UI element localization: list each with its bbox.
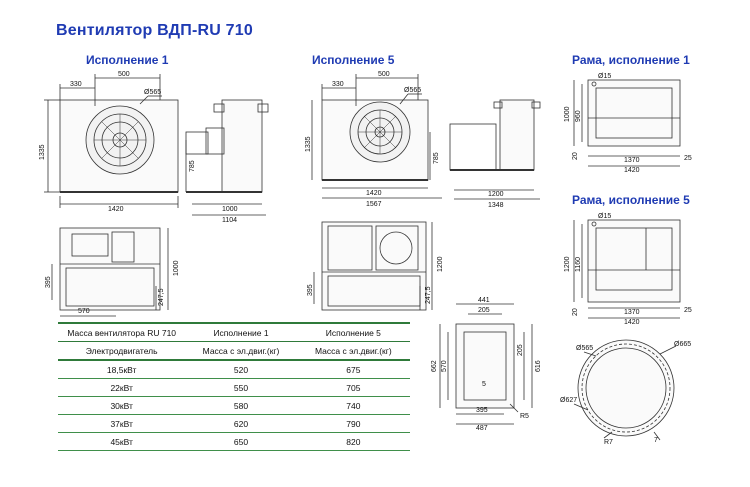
isp5-dim-1200-plan: 1200 bbox=[437, 256, 444, 272]
inlet-dim-r7: R7 bbox=[604, 439, 613, 446]
isp1-side-view bbox=[185, 99, 269, 216]
isp5-dim-1200: 1200 bbox=[488, 191, 504, 198]
section-title-isp1: Исполнение 1 bbox=[86, 53, 169, 67]
section-title-frame1: Рама, исполнение 1 bbox=[572, 53, 690, 67]
frame1-dim-1420: 1420 bbox=[624, 167, 640, 174]
isp5-dim-1335: 1335 bbox=[305, 136, 312, 152]
mass-isp1-cell: 550 bbox=[184, 378, 298, 397]
mass-table: Масса вентилятора RU 710 Исполнение 1 Ис… bbox=[57, 322, 411, 451]
outlet-dim-616: 616 bbox=[535, 360, 542, 372]
isp5-side-view bbox=[449, 99, 541, 200]
isp1-dim-1420: 1420 bbox=[108, 206, 124, 213]
mass-isp1-cell: 620 bbox=[184, 414, 298, 433]
isp5-dim-330: 330 bbox=[332, 81, 344, 88]
frame5-dim-20: 20 bbox=[572, 308, 579, 316]
table-row: 30кВт 580 740 bbox=[57, 396, 411, 415]
frame1-dim-1370: 1370 bbox=[624, 157, 640, 164]
isp1-dim-1000: 1000 bbox=[222, 206, 238, 213]
frame5-dim-1420: 1420 bbox=[624, 319, 640, 326]
frame5-dim-1370: 1370 bbox=[624, 309, 640, 316]
isp1-plan-view bbox=[51, 227, 169, 317]
mass-table-subheader-cell: Масса с эл.двиг.(кг) bbox=[296, 341, 411, 361]
isp5-dim-1567: 1567 bbox=[366, 201, 382, 208]
mass-table-subheader-cell: Электродвигатель bbox=[57, 341, 186, 361]
isp1-dim-565: Ø565 bbox=[144, 89, 161, 96]
isp5-front-view bbox=[311, 74, 442, 199]
outlet-dim-205a: 205 bbox=[478, 307, 490, 314]
mass-table-header-cell: Исполнение 5 bbox=[296, 322, 411, 342]
outlet-dim-205b: 205 bbox=[517, 344, 524, 356]
isp5-dim-500: 500 bbox=[378, 71, 390, 78]
table-row: 45кВт 650 820 bbox=[57, 432, 411, 451]
mass-isp5-cell: 740 bbox=[296, 396, 411, 415]
frame1-dim-20: 20 bbox=[572, 152, 579, 160]
inlet-dim-565: Ø565 bbox=[576, 345, 593, 352]
isp1-dim-785: 785 bbox=[189, 160, 196, 172]
mass-isp1-cell: 650 bbox=[184, 432, 298, 451]
inlet-dim-7: 7 bbox=[654, 437, 658, 444]
isp1-dim-395: 395 bbox=[45, 276, 52, 288]
inlet-dim-627: Ø627 bbox=[560, 397, 577, 404]
frame5-dim-1200: 1200 bbox=[564, 256, 571, 272]
motor-power-cell: 37кВт bbox=[57, 414, 186, 433]
outlet-dim-r5: R5 bbox=[520, 413, 529, 420]
table-row: 22кВт 550 705 bbox=[57, 378, 411, 397]
isp5-dim-1420: 1420 bbox=[366, 190, 382, 197]
table-row: 18,5кВт 520 675 bbox=[57, 359, 411, 379]
motor-power-cell: 45кВт bbox=[57, 432, 186, 451]
outlet-dim-570: 570 bbox=[441, 360, 448, 372]
outlet-dim-487: 487 bbox=[476, 425, 488, 432]
table-row: 37кВт 620 790 bbox=[57, 414, 411, 433]
mass-table-subheader-cell: Масса с эл.двиг.(кг) bbox=[184, 341, 298, 361]
isp5-plan-view bbox=[313, 221, 433, 311]
mass-table-subheader-row: Электродвигатель Масса с эл.двиг.(кг) Ма… bbox=[57, 341, 411, 361]
outlet-dim-441: 441 bbox=[478, 297, 490, 304]
mass-isp5-cell: 705 bbox=[296, 378, 411, 397]
frame5-drawing bbox=[573, 219, 681, 319]
mass-table-header-row: Масса вентилятора RU 710 Исполнение 1 Ис… bbox=[57, 322, 411, 342]
frame1-dim-960: 960 bbox=[575, 110, 582, 122]
isp5-dim-785: 785 bbox=[433, 152, 440, 164]
isp1-front-view bbox=[44, 74, 187, 208]
outlet-dim-662: 662 bbox=[431, 360, 438, 372]
isp1-dim-500: 500 bbox=[118, 71, 130, 78]
mass-isp1-cell: 580 bbox=[184, 396, 298, 415]
frame5-dim-15: Ø15 bbox=[598, 213, 611, 220]
isp1-dim-1104: 1104 bbox=[222, 217, 237, 224]
frame1-dim-25: 25 bbox=[684, 155, 692, 162]
frame5-dim-25: 25 bbox=[684, 307, 692, 314]
isp1-dim-2475: 247,5 bbox=[158, 288, 165, 306]
mass-isp5-cell: 790 bbox=[296, 414, 411, 433]
mass-isp1-cell: 520 bbox=[184, 359, 298, 379]
isp1-dim-330: 330 bbox=[70, 81, 82, 88]
mass-isp5-cell: 675 bbox=[296, 359, 411, 379]
isp1-dim-1000-plan: 1000 bbox=[173, 260, 180, 276]
motor-power-cell: 30кВт bbox=[57, 396, 186, 415]
isp5-dim-2475: 247,5 bbox=[425, 286, 432, 304]
inlet-dim-665: Ø665 bbox=[674, 341, 691, 348]
motor-power-cell: 22кВт bbox=[57, 378, 186, 397]
page-title: Вентилятор ВДП-RU 710 bbox=[56, 22, 253, 39]
section-title-isp5: Исполнение 5 bbox=[312, 53, 395, 67]
isp5-dim-565: Ø565 bbox=[404, 87, 421, 94]
motor-power-cell: 18,5кВт bbox=[57, 359, 186, 379]
section-title-frame5: Рама, исполнение 5 bbox=[572, 193, 690, 207]
inlet-flange-drawing bbox=[573, 339, 677, 441]
isp5-dim-1348: 1348 bbox=[488, 202, 504, 209]
frame1-drawing bbox=[573, 79, 681, 167]
frame1-dim-15: Ø15 bbox=[598, 73, 611, 80]
isp1-dim-1335: 1335 bbox=[39, 144, 46, 160]
mass-table-header-cell: Исполнение 1 bbox=[184, 322, 298, 342]
frame5-dim-1160: 1160 bbox=[575, 257, 582, 272]
isp1-dim-570: 570 bbox=[78, 308, 90, 315]
isp5-dim-395: 395 bbox=[307, 284, 314, 296]
outlet-dim-395: 395 bbox=[476, 407, 488, 414]
mass-table-header-cell: Масса вентилятора RU 710 bbox=[57, 322, 186, 342]
frame1-dim-1000: 1000 bbox=[564, 106, 571, 122]
outlet-flange-drawing bbox=[439, 303, 533, 425]
outlet-dim-5: 5 bbox=[482, 381, 486, 388]
mass-isp5-cell: 820 bbox=[296, 432, 411, 451]
